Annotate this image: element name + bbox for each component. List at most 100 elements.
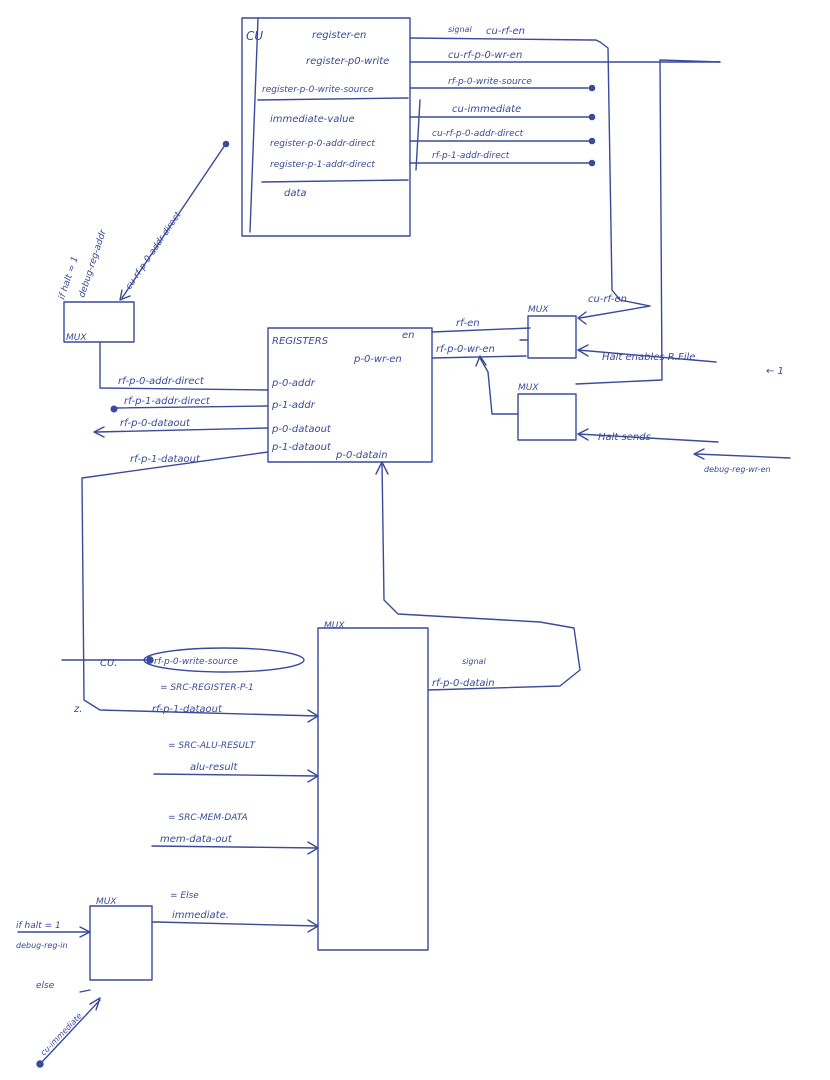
rf-signal-label: rf-p-0-wr-en bbox=[436, 344, 495, 355]
signal-terminal bbox=[146, 656, 154, 664]
addr-mux-input: debug-reg-addr bbox=[77, 228, 109, 299]
datain-feedback bbox=[381, 461, 581, 691]
registers-block bbox=[267, 327, 433, 463]
arrow-head bbox=[577, 344, 589, 357]
imm-mux-input: else bbox=[36, 981, 55, 991]
data-mux-output-label: rf-p-0-datain bbox=[432, 678, 495, 689]
cu-signal-label: cu-rf-en bbox=[486, 26, 525, 37]
arrow-head bbox=[119, 289, 131, 301]
rf-signal-label: rf-p-0-addr-direct bbox=[118, 376, 205, 387]
arrow-head bbox=[375, 461, 389, 475]
cu-sheet-edge bbox=[249, 17, 259, 233]
cu-port-divider bbox=[261, 179, 409, 183]
data-mux-output-note: signal bbox=[462, 657, 486, 666]
data-mux-case-cond: = SRC-MEM-DATA bbox=[168, 813, 248, 823]
cu-port-label: register-p-0-addr-direct bbox=[270, 139, 375, 149]
rf-p0-dataout-line bbox=[95, 427, 269, 433]
data-mux-select-label: rf-p-0-write-source bbox=[154, 657, 238, 667]
rf-signal-label: rf-p-0-dataout bbox=[120, 418, 191, 429]
arrow-head bbox=[475, 355, 487, 367]
cu-signal-bracket bbox=[415, 99, 421, 171]
registers-port: en bbox=[402, 330, 415, 341]
registers-port: p-0-datain bbox=[335, 450, 388, 461]
rf-signal-label: rf-en bbox=[456, 318, 480, 329]
arrow-head bbox=[79, 926, 91, 938]
data-mux-title: MUX bbox=[324, 621, 345, 631]
data-mux-case-cond: = SRC-ALU-RESULT bbox=[168, 741, 257, 751]
addr-mux-input: cu-rf-p-0-addr-direct bbox=[124, 210, 184, 292]
arrow-head bbox=[93, 426, 105, 438]
cu-rf-en-route bbox=[579, 41, 651, 319]
arrow-head bbox=[577, 428, 589, 441]
en-mux-select-label: Halt enables R.File bbox=[602, 352, 695, 363]
cu-signal-label: cu-rf-p-0-addr-direct bbox=[432, 129, 524, 139]
cu-block bbox=[241, 17, 411, 237]
cu-signal-note: signal bbox=[448, 25, 472, 34]
rf-p1-addr-line bbox=[115, 405, 269, 409]
data-mux-case-line bbox=[151, 845, 319, 849]
imm-mux-input: cu-immediate bbox=[39, 1011, 84, 1057]
registers-port: p-0-dataout bbox=[271, 424, 332, 435]
data-mux-case-signal: mem-data-out bbox=[160, 834, 233, 845]
cu-signal-line bbox=[409, 37, 601, 43]
imm-mux-box bbox=[89, 905, 153, 981]
imm-mux-input: debug-reg-in bbox=[16, 941, 68, 950]
en-mux-arrow-note: ← 1 bbox=[766, 366, 784, 377]
data-mux-case-cond: = SRC-REGISTER-P-1 bbox=[160, 683, 254, 693]
cu-port-label: register-p0-write bbox=[306, 56, 389, 67]
signal-terminal bbox=[588, 159, 596, 167]
signal-terminal bbox=[588, 84, 596, 92]
wr-mux-out bbox=[479, 357, 519, 415]
addr-input-line bbox=[121, 144, 226, 299]
arrow-head bbox=[693, 448, 705, 460]
cu-signal-label: rf-p-0-write-source bbox=[448, 77, 532, 87]
signal-terminal bbox=[110, 405, 118, 413]
addr-mux-title: MUX bbox=[66, 333, 87, 343]
rf-en-line bbox=[431, 327, 531, 333]
data-mux-case-line bbox=[153, 773, 319, 777]
wr-mux-box bbox=[517, 393, 577, 441]
rf-p1-dataout-line bbox=[81, 451, 319, 717]
data-mux-side-mark: z. bbox=[73, 704, 82, 715]
cu-port-label: register-p-1-addr-direct bbox=[270, 160, 375, 170]
wr-mux-title: MUX bbox=[518, 383, 539, 393]
arrow-head bbox=[307, 769, 319, 783]
debug-wr-en-arrow bbox=[695, 453, 791, 459]
data-mux-case-cond: = Else bbox=[170, 891, 199, 901]
registers-title: REGISTERS bbox=[272, 336, 329, 347]
registers-port: p-1-addr bbox=[271, 400, 316, 411]
arrow-head bbox=[307, 841, 319, 855]
cu-port-label: immediate-value bbox=[270, 114, 355, 125]
rf-signal-label: rf-p-1-addr-direct bbox=[124, 396, 211, 407]
en-mux-input-label: cu-rf-en bbox=[588, 294, 627, 305]
data-mux-case-signal: rf-p-1-dataout bbox=[152, 704, 223, 715]
signal-terminal bbox=[222, 140, 230, 148]
imm-mux-title: MUX bbox=[96, 897, 117, 907]
en-mux-title: MUX bbox=[528, 305, 549, 315]
select-signal-circle bbox=[143, 647, 305, 673]
data-mux-case-signal: alu-result bbox=[190, 762, 238, 773]
wr-mux-select-label: Halt sends bbox=[598, 432, 651, 443]
registers-port: p-0-wr-en bbox=[353, 354, 402, 365]
imm-input-line bbox=[41, 999, 101, 1063]
arrow-head bbox=[307, 919, 319, 933]
addr-mux-box bbox=[63, 301, 135, 343]
en-mux-box bbox=[527, 315, 577, 359]
en-mux-select bbox=[577, 349, 717, 363]
data-mux-case-line bbox=[155, 921, 319, 927]
arrow-head bbox=[577, 311, 587, 325]
data-mux-case-signal: immediate. bbox=[172, 910, 229, 921]
signal-terminal bbox=[588, 137, 596, 145]
cu-title: CU bbox=[246, 29, 263, 43]
signal-terminal bbox=[588, 113, 596, 121]
signal-terminal bbox=[36, 1060, 44, 1068]
cu-extra-label: data bbox=[284, 188, 307, 199]
cu-signal-label: rf-p-1-addr-direct bbox=[432, 151, 510, 161]
registers-port: p-1-dataout bbox=[271, 442, 332, 453]
wr-en-route bbox=[575, 59, 721, 385]
cu-signal-label: cu-rf-p-0-wr-en bbox=[448, 50, 522, 61]
registers-port: p-0-addr bbox=[271, 378, 316, 389]
cu-port-label: register-p-0-write-source bbox=[262, 85, 374, 95]
cu-port-label: register-en bbox=[312, 30, 366, 41]
